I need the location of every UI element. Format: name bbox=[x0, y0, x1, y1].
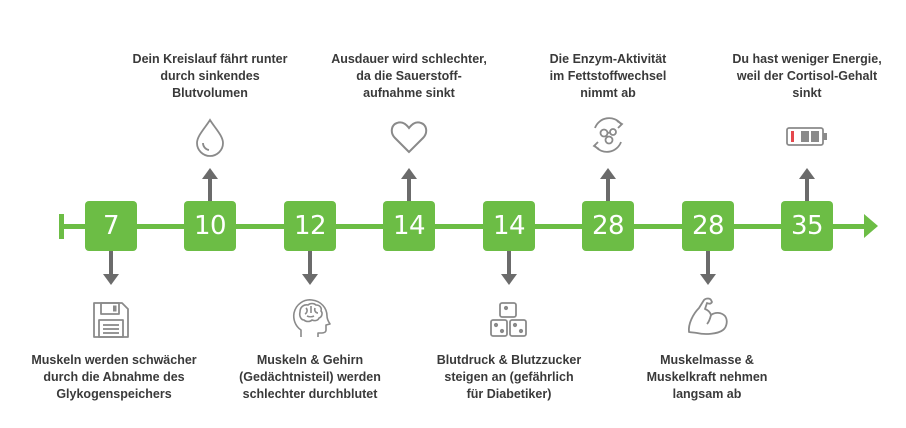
day-box-7: 7 bbox=[85, 201, 137, 251]
day-box-28-upper: 28 bbox=[582, 201, 634, 251]
day-box-28-lower: 28 bbox=[682, 201, 734, 251]
arrow-stem bbox=[805, 178, 809, 201]
battery-icon bbox=[784, 113, 830, 159]
arrow-stem bbox=[706, 251, 710, 275]
day-box-35: 35 bbox=[781, 201, 833, 251]
arrow-stem bbox=[407, 178, 411, 201]
day-box-14-upper: 14 bbox=[383, 201, 435, 251]
blood-drop-icon bbox=[187, 114, 233, 160]
milestone-label-10: Dein Kreislauf fährt runter durch sinken… bbox=[132, 52, 288, 100]
arrow-stem bbox=[308, 251, 312, 275]
arrow-stem bbox=[109, 251, 113, 275]
timeline-start-tick bbox=[59, 214, 64, 239]
head-brain-icon bbox=[287, 295, 333, 341]
milestone-label-35: Du hast weniger Energie, weil der Cortis… bbox=[732, 52, 882, 100]
arrow-stem bbox=[208, 178, 212, 201]
day-box-10: 10 bbox=[184, 201, 236, 251]
arrow-up-icon bbox=[799, 168, 815, 179]
arrow-down-icon bbox=[103, 274, 119, 285]
day-box-12: 12 bbox=[284, 201, 336, 251]
milestone-label-14-lower: Blutdruck & Blutzzucker steigen an (gefä… bbox=[436, 353, 582, 401]
day-box-14-lower: 14 bbox=[483, 201, 535, 251]
flexed-arm-icon bbox=[685, 294, 731, 340]
timeline-arrow-head bbox=[864, 214, 878, 238]
timeline-line bbox=[60, 224, 866, 229]
floppy-disk-icon bbox=[88, 297, 134, 343]
milestone-label-12: Muskeln & Gehirn (Gedächtnisteil) werden… bbox=[239, 353, 381, 401]
arrow-down-icon bbox=[700, 274, 716, 285]
heart-icon bbox=[386, 114, 432, 160]
sugar-cubes-icon bbox=[486, 298, 532, 344]
milestone-label-14-upper: Ausdauer wird schlechter, da die Sauerst… bbox=[331, 52, 487, 100]
arrow-up-icon bbox=[600, 168, 616, 179]
milestone-label-28-lower: Muskelmasse & Muskelkraft nehmen langsam… bbox=[646, 353, 768, 401]
arrow-stem bbox=[606, 178, 610, 201]
milestone-label-28-upper: Die Enzym-Aktivität im Fettstoffwechsel … bbox=[549, 52, 667, 100]
arrow-stem bbox=[507, 251, 511, 275]
milestone-label-7: Muskeln werden schwächer durch die Abnah… bbox=[31, 353, 197, 401]
enzyme-cycle-icon bbox=[585, 112, 631, 158]
arrow-up-icon bbox=[202, 168, 218, 179]
arrow-down-icon bbox=[302, 274, 318, 285]
arrow-down-icon bbox=[501, 274, 517, 285]
arrow-up-icon bbox=[401, 168, 417, 179]
